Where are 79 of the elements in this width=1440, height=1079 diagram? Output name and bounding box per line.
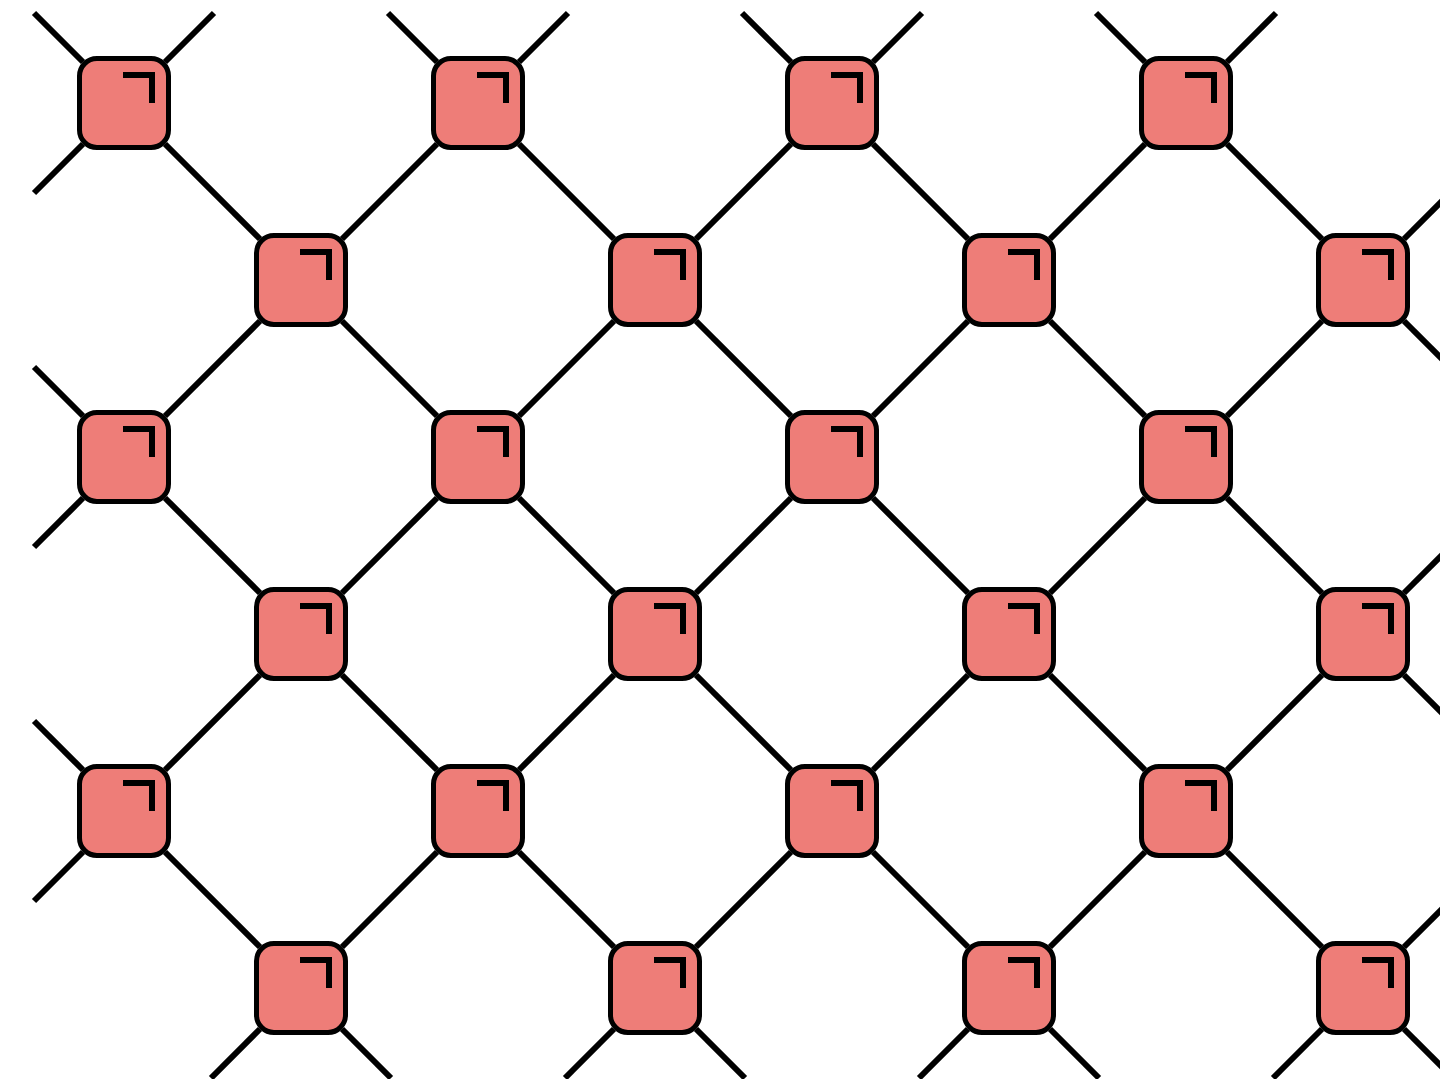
connector-line (1224, 672, 1325, 773)
connector-line (208, 1026, 263, 1079)
connector-line (162, 141, 263, 242)
connector-line (562, 1026, 617, 1079)
node-box (254, 233, 348, 327)
connector-line (870, 495, 971, 596)
connector-line (1047, 141, 1148, 242)
connector-line (339, 141, 440, 242)
connector-line (870, 10, 925, 65)
connector-line (162, 672, 263, 773)
connector-line (693, 318, 794, 419)
connector-line (693, 1026, 748, 1079)
node-box (431, 410, 525, 504)
node-box (1316, 233, 1410, 327)
connector-line (693, 672, 794, 773)
node-box (785, 410, 879, 504)
connector-line (516, 318, 617, 419)
connector-line (1047, 672, 1148, 773)
connector-line (1224, 318, 1325, 419)
node-box (254, 941, 348, 1035)
connector-line (516, 849, 617, 950)
connector-line (339, 318, 440, 419)
connector-line (1047, 495, 1148, 596)
connector-line (1224, 849, 1325, 950)
node-box (431, 56, 525, 150)
connector-line (516, 141, 617, 242)
connector-line (162, 495, 263, 596)
connector-line (339, 849, 440, 950)
connector-line (31, 849, 86, 904)
connector-line (693, 495, 794, 596)
connector-line (162, 849, 263, 950)
node-box (608, 941, 702, 1035)
node-box (962, 587, 1056, 681)
connector-line (870, 318, 971, 419)
node-box (1139, 56, 1233, 150)
connector-line (162, 10, 217, 65)
connector-line (916, 1026, 971, 1079)
connector-line (693, 849, 794, 950)
connector-line (31, 141, 86, 196)
connector-line (339, 1026, 394, 1079)
connector-line (870, 141, 971, 242)
connector-line (516, 495, 617, 596)
connector-line (870, 849, 971, 950)
connector-line (1093, 10, 1148, 65)
connector-line (1047, 318, 1148, 419)
node-box (785, 764, 879, 858)
connector-line (31, 364, 86, 419)
node-box (77, 764, 171, 858)
connector-line (31, 495, 86, 550)
node-box (254, 587, 348, 681)
connector-line (385, 10, 440, 65)
connector-line (1224, 495, 1325, 596)
node-box (1316, 587, 1410, 681)
node-box (962, 233, 1056, 327)
connector-line (31, 718, 86, 773)
connector-line (693, 141, 794, 242)
node-box (77, 410, 171, 504)
connector-line (739, 10, 794, 65)
node-box (962, 941, 1056, 1035)
node-box (608, 233, 702, 327)
connector-line (339, 672, 440, 773)
connector-line (516, 672, 617, 773)
connector-line (1270, 1026, 1325, 1079)
node-box (431, 764, 525, 858)
node-box (1139, 410, 1233, 504)
connector-line (1047, 1026, 1102, 1079)
connector-line (339, 495, 440, 596)
connector-line (162, 318, 263, 419)
node-box (77, 56, 171, 150)
connector-line (1224, 141, 1325, 242)
connector-line (1224, 10, 1279, 65)
connector-line (1047, 849, 1148, 950)
node-box (608, 587, 702, 681)
connector-line (516, 10, 571, 65)
connector-line (31, 10, 86, 65)
node-box (1316, 941, 1410, 1035)
connector-line (870, 672, 971, 773)
node-box (1139, 764, 1233, 858)
node-box (785, 56, 879, 150)
